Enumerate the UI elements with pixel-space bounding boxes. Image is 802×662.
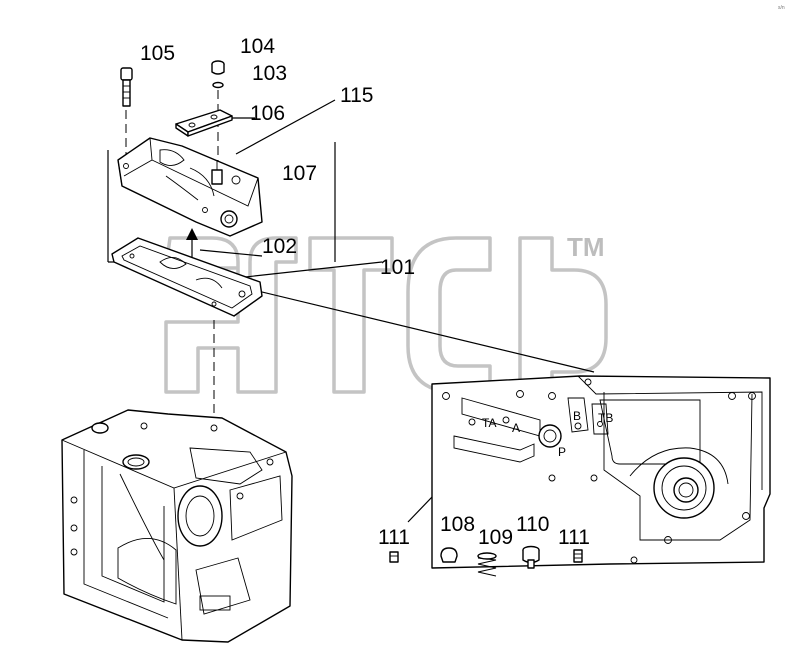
callout-101: 101	[380, 256, 415, 279]
callout-numbers: 105 104 103 115 106 107 102 101 111 108 …	[140, 35, 590, 549]
spring-109	[477, 552, 497, 577]
trademark-mark: TM	[567, 232, 605, 262]
callout-115: 115	[340, 84, 373, 107]
callout-104: 104	[240, 35, 275, 58]
port-label-a: A	[512, 421, 520, 435]
port-label-b: B	[573, 409, 581, 423]
port-label-p: P	[558, 445, 566, 459]
plug-111-right	[573, 549, 583, 563]
corner-mark: s/n	[778, 5, 785, 11]
callout-108: 108	[440, 513, 475, 536]
screw-110	[522, 545, 540, 569]
callout-110: 110	[516, 513, 549, 536]
callout-111-left: 111	[378, 526, 410, 549]
callout-109: 109	[478, 526, 513, 549]
gasket-102	[111, 237, 263, 317]
valve-plate-view: TA A B TB P	[431, 375, 771, 569]
washer-103	[212, 81, 224, 89]
plug-111-left	[389, 551, 399, 563]
callout-102: 102	[262, 235, 297, 258]
callout-106: 106	[250, 102, 285, 125]
port-label-ta: TA	[482, 416, 496, 430]
callout-105: 105	[140, 42, 175, 65]
nut-104	[211, 60, 225, 75]
callout-107: 107	[282, 162, 317, 185]
valve-cover-107	[117, 137, 263, 237]
port-label-tb: TB	[598, 411, 613, 425]
watermark-logo: TM	[164, 232, 608, 394]
callout-103: 103	[252, 62, 287, 85]
plate-106	[175, 109, 233, 137]
callout-111-right: 111	[558, 526, 590, 549]
ball-108	[440, 547, 458, 563]
valve-housing	[61, 409, 293, 643]
bolt-105	[120, 67, 133, 107]
